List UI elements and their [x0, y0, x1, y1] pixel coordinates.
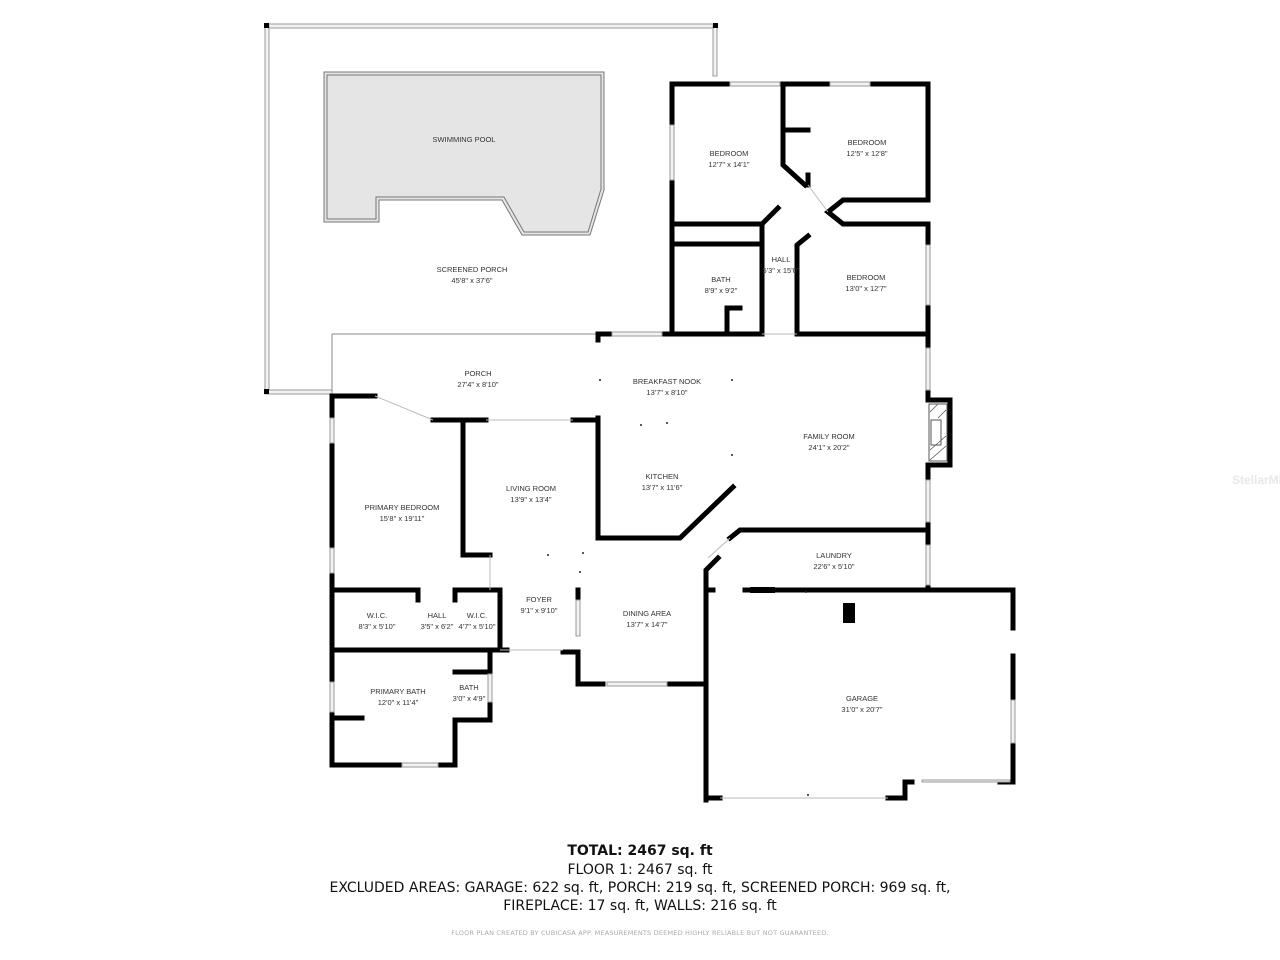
dims-hall-south: 3'5" x 6'2": [421, 622, 454, 631]
dims-breakfast-nook: 13'7" x 8'10": [646, 388, 687, 397]
swimming-pool: [323, 71, 605, 236]
windows: [329, 81, 1016, 783]
dims-primary-bath: 12'0" x 11'4": [378, 698, 419, 707]
label-primary-bath: PRIMARY BATH: [370, 687, 425, 696]
watermark: StellarMLS: [1232, 473, 1280, 487]
dims-laundry: 22'6" x 5'10": [813, 562, 854, 571]
dims-bath-south: 3'0" x 4'9": [453, 694, 486, 703]
fireplace: [928, 403, 948, 462]
label-bedroom-1: BEDROOM: [710, 149, 749, 158]
credit-disclaimer: FLOOR PLAN CREATED BY CUBICASA APP. MEAS…: [451, 929, 829, 937]
label-bedroom-3: BEDROOM: [847, 273, 886, 282]
dims-wic-1: 8'3" x 5'10": [359, 622, 396, 631]
label-living-room: LIVING ROOM: [506, 484, 556, 493]
dims-living-room: 13'9" x 13'4": [510, 495, 551, 504]
label-laundry: LAUNDRY: [816, 551, 852, 560]
walls: [329, 81, 1016, 803]
label-garage: GARAGE: [846, 694, 878, 703]
dims-kitchen: 13'7" x 11'6": [642, 483, 683, 492]
label-kitchen: KITCHEN: [646, 472, 679, 481]
dims-bedroom-1: 12'7" x 14'1": [708, 160, 749, 169]
doorways: [374, 184, 888, 799]
dims-primary-bedroom: 15'8" x 19'11": [380, 514, 425, 523]
total-area: TOTAL: 2467 sq. ft: [567, 843, 713, 859]
room-labels: SWIMMING POOL SCREENED PORCH 45'8" x 37'…: [359, 135, 888, 714]
label-screened-porch: SCREENED PORCH: [437, 265, 508, 274]
dims-porch: 27'4" x 8'10": [457, 380, 498, 389]
label-wic-2: W.I.C.: [467, 611, 487, 620]
floor-plan: SWIMMING POOL SCREENED PORCH 45'8" x 37'…: [264, 23, 1016, 803]
label-family-room: FAMILY ROOM: [803, 432, 854, 441]
label-bath-north: BATH: [711, 275, 730, 284]
outlet-dots: [547, 379, 809, 796]
label-foyer: FOYER: [526, 595, 552, 604]
dims-dining-area: 13'7" x 14'7": [626, 620, 667, 629]
dims-bedroom-3: 13'0" x 12'7": [845, 284, 886, 293]
dims-bedroom-2: 12'5" x 12'8": [846, 149, 887, 158]
dims-hall-north: 5'3" x 15'0": [763, 266, 800, 275]
floor-1-area: FLOOR 1: 2467 sq. ft: [567, 862, 713, 878]
dims-family-room: 24'1" x 20'2": [808, 443, 849, 452]
label-porch: PORCH: [464, 369, 491, 378]
screened-porch-outline: [264, 23, 718, 395]
label-bedroom-2: BEDROOM: [848, 138, 887, 147]
excluded-areas-line-1: EXCLUDED AREAS: GARAGE: 622 sq. ft, PORC…: [329, 880, 951, 896]
excluded-areas-line-2: FIREPLACE: 17 sq. ft, WALLS: 216 sq. ft: [503, 898, 777, 914]
dims-screened-porch: 45'8" x 37'6": [451, 276, 492, 285]
label-wic-1: W.I.C.: [367, 611, 387, 620]
dims-wic-2: 4'7" x 5'10": [459, 622, 496, 631]
dims-garage: 31'0" x 20'7": [841, 705, 882, 714]
label-swimming-pool: SWIMMING POOL: [433, 135, 496, 144]
label-bath-south: BATH: [459, 683, 478, 692]
label-primary-bedroom: PRIMARY BEDROOM: [365, 503, 440, 512]
label-dining-area: DINING AREA: [623, 609, 671, 618]
label-hall-south: HALL: [428, 611, 447, 620]
dims-bath-north: 8'9" x 9'2": [705, 286, 738, 295]
label-breakfast-nook: BREAKFAST NOOK: [633, 377, 701, 386]
dims-foyer: 9'1" x 9'10": [521, 606, 558, 615]
label-hall-north: HALL: [772, 255, 791, 264]
